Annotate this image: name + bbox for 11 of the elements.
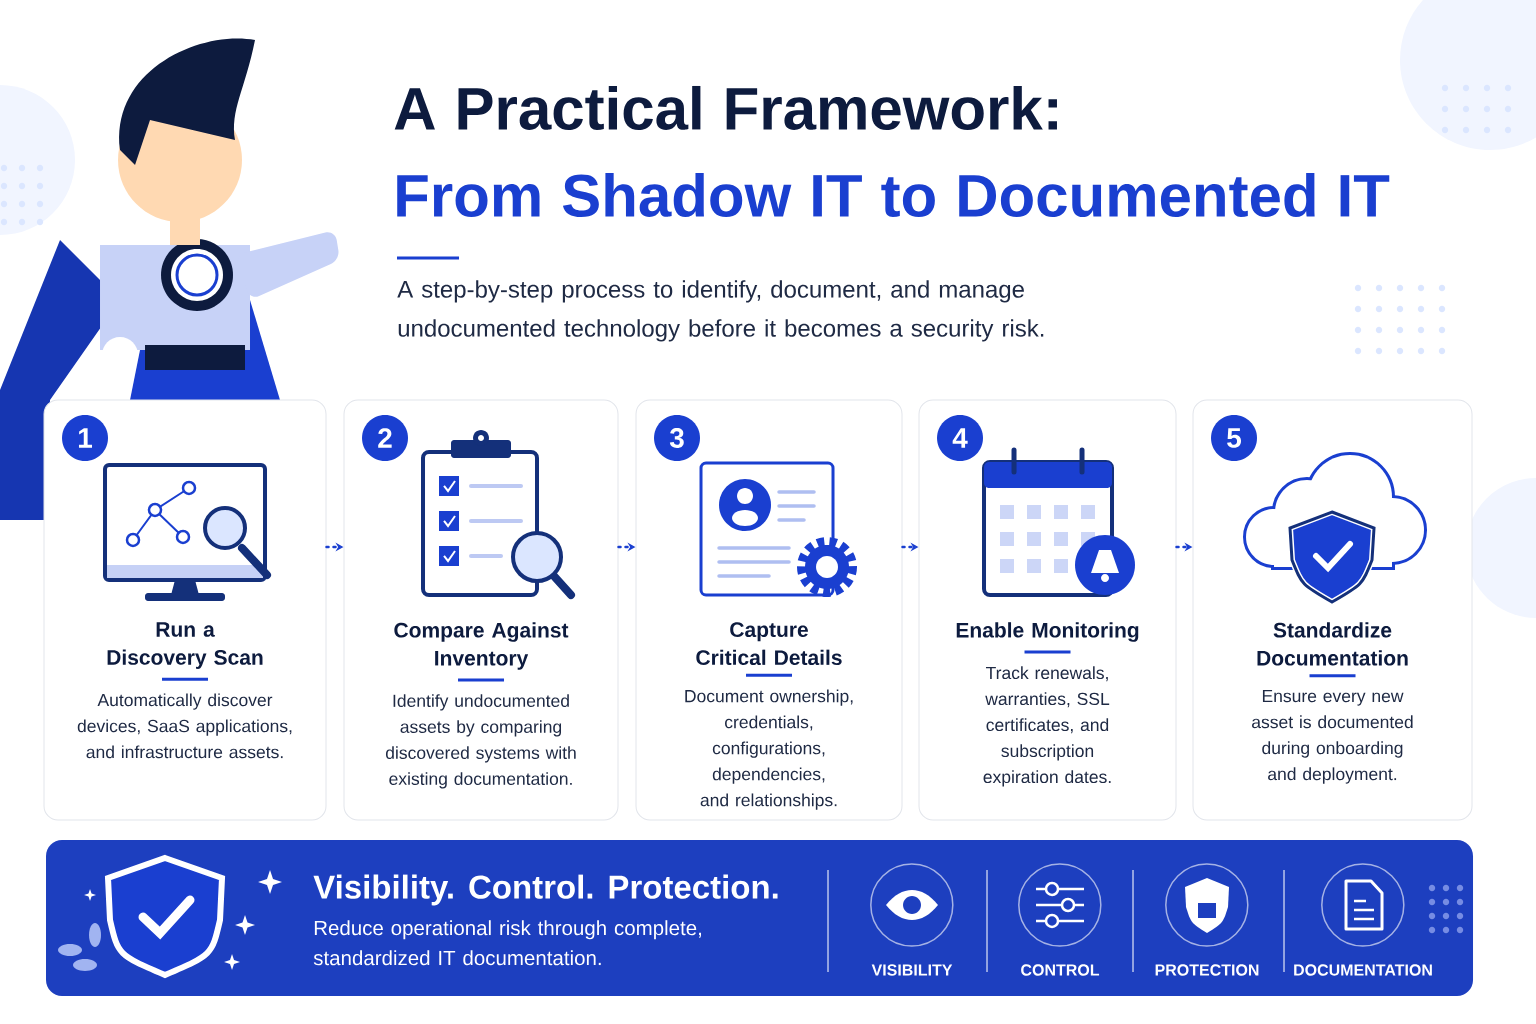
- description: A step-by-step process to identify, document, and manage undocumented technology before it becomes a security risk.: [397, 280, 1044, 342]
- node-label: PROTECTION: [1155, 964, 1259, 976]
- title: A Practical Framework:: [394, 85, 1057, 130]
- node-label: DOCUMENTATION: [1294, 964, 1432, 976]
- node-label: CONTROL: [1021, 964, 1100, 976]
- subtitle: From Shadow IT to Documented IT: [397, 172, 1390, 217]
- pillar-badge: VISIBILITY: [870, 863, 954, 976]
- pillar-badge: DOCUMENTATION: [1294, 863, 1432, 976]
- node-label: VISIBILITY: [871, 964, 953, 976]
- pillar-badge: PROTECTION: [1155, 863, 1259, 976]
- pillar-badge: CONTROL: [1018, 863, 1102, 976]
